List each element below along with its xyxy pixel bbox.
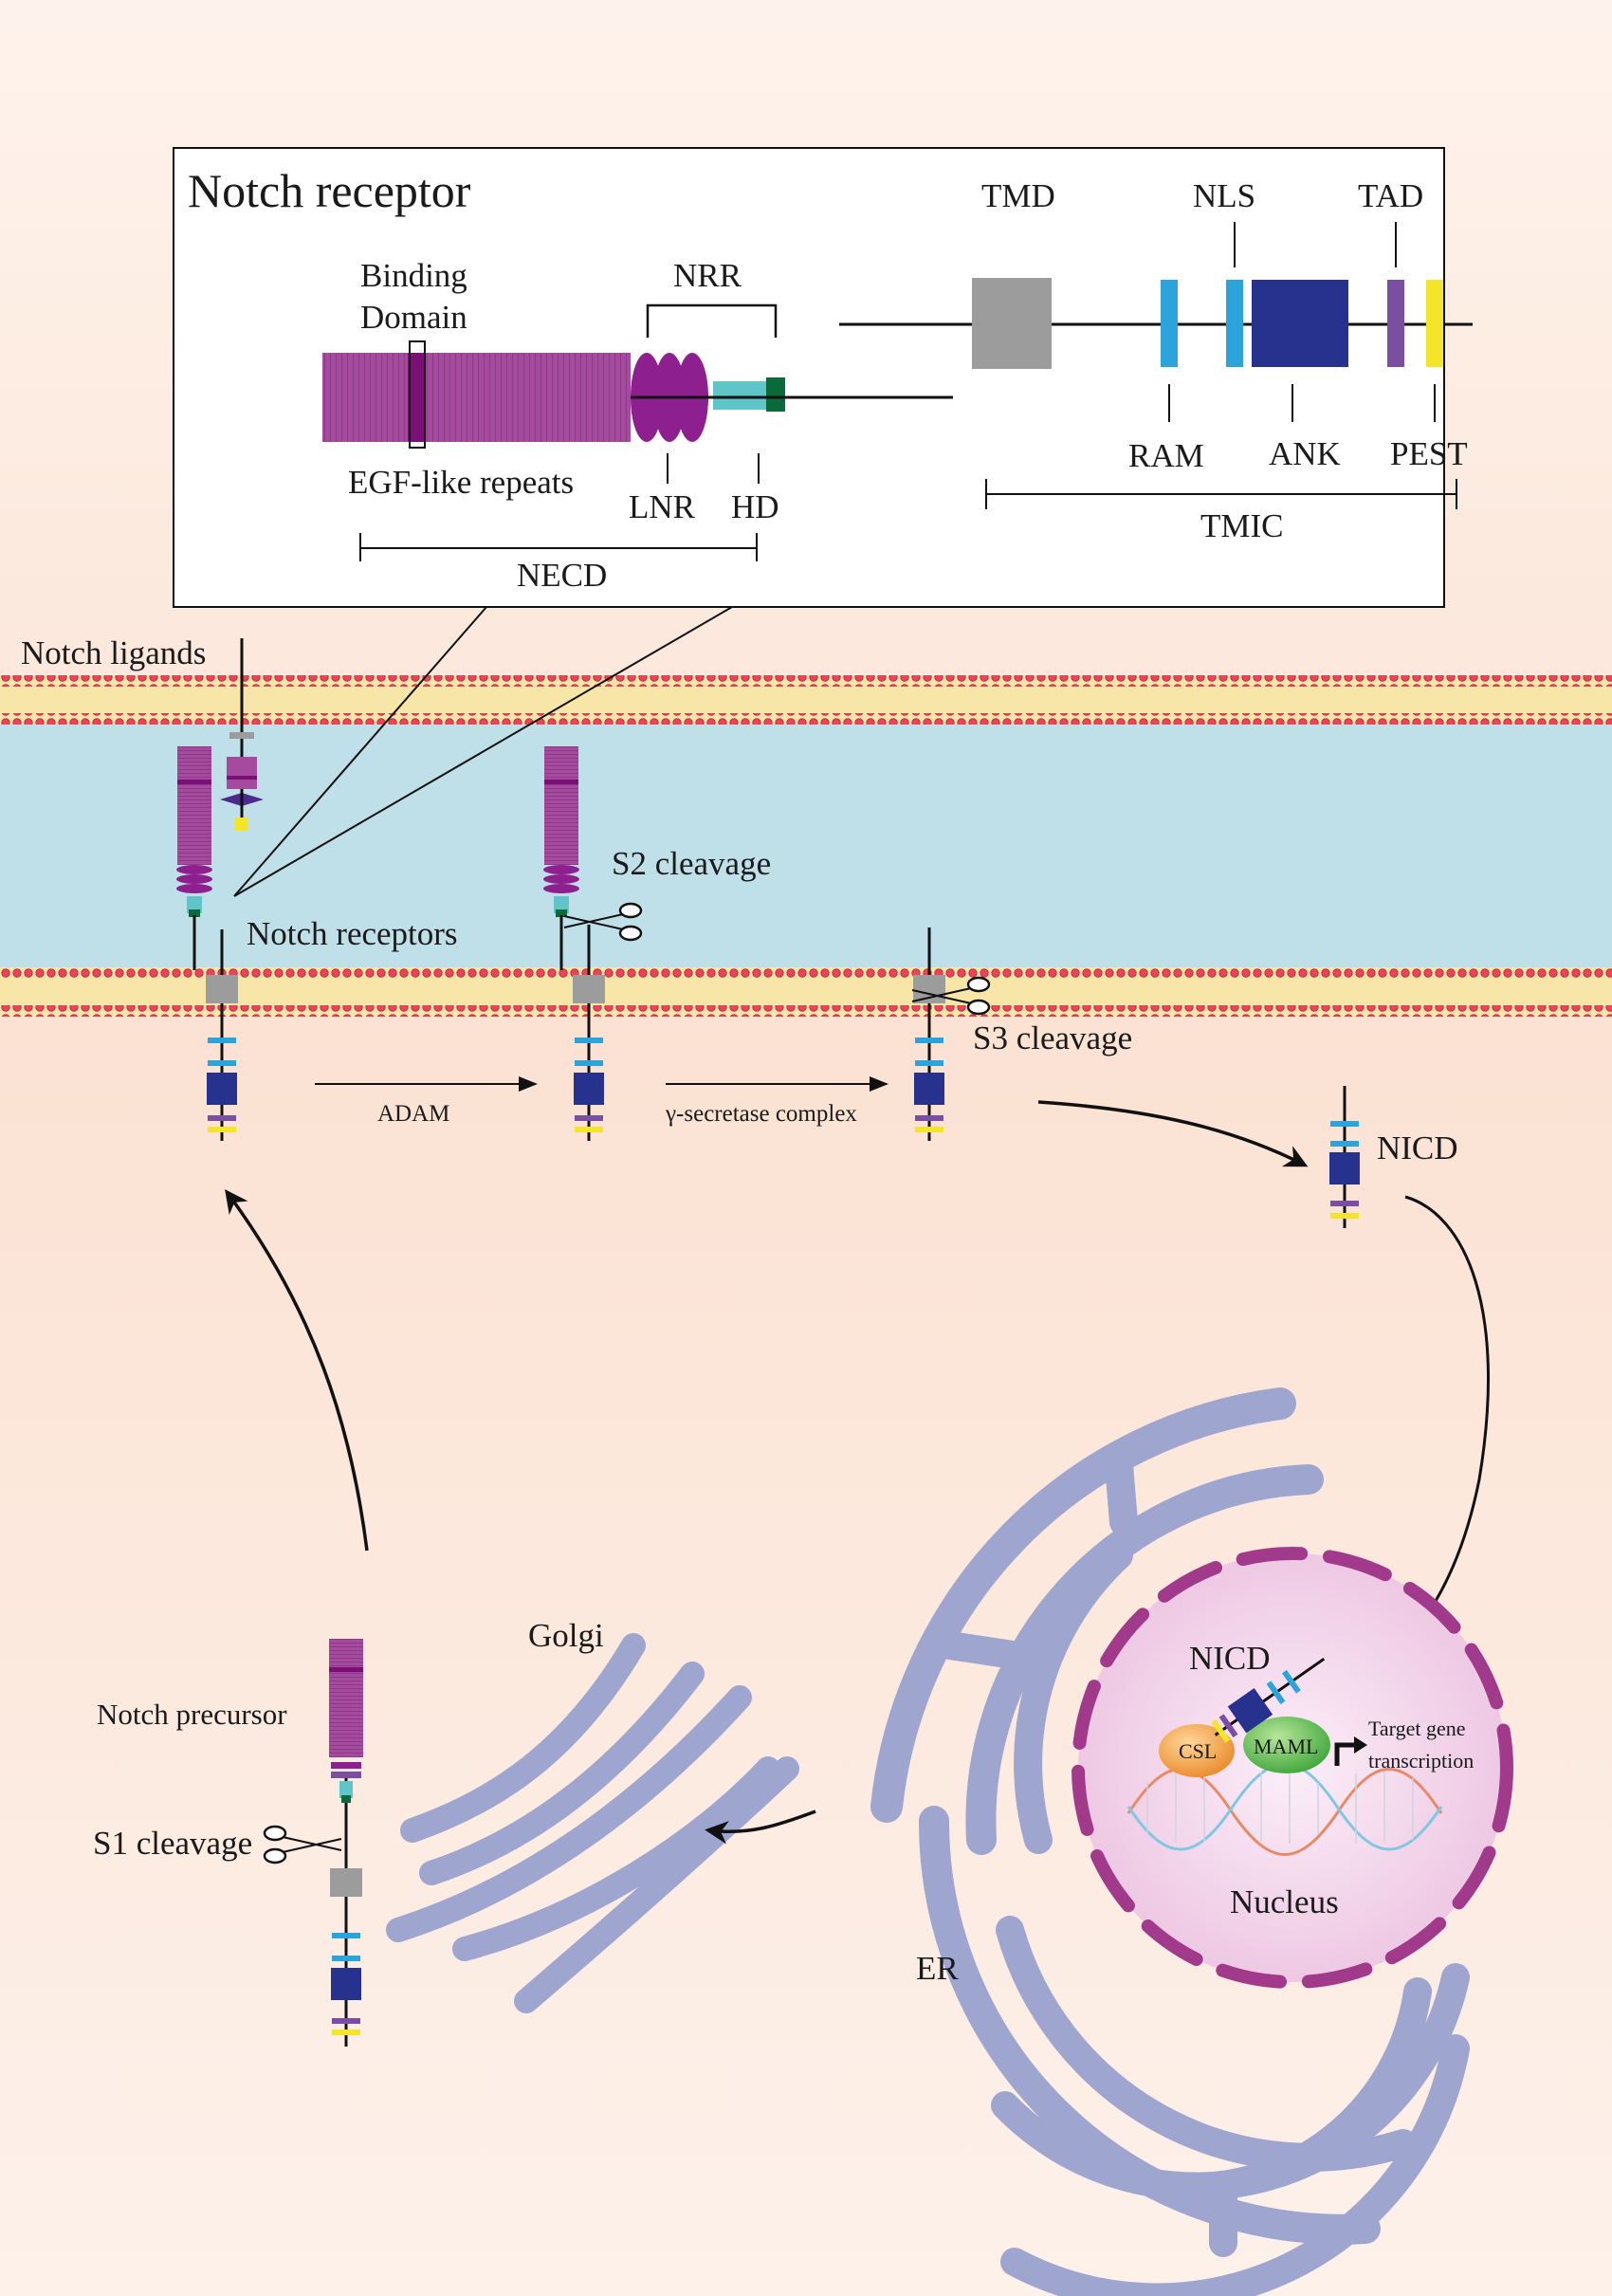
notch-receptor-inset: Notch receptor Binding Domain NRR EGF-li… xyxy=(173,147,1473,608)
nicd-nucleus-label: NICD xyxy=(1189,1640,1271,1677)
notch-receptor-1 xyxy=(174,744,240,1143)
release-arrow xyxy=(1037,1100,1309,1167)
er-label: ER xyxy=(916,1950,959,1987)
maml-label: MAML xyxy=(1254,1735,1318,1758)
tmic-label: TMIC xyxy=(1200,507,1284,544)
csl-label: CSL xyxy=(1179,1739,1217,1763)
notch-precursor xyxy=(263,1639,363,2047)
tmic-bracket xyxy=(985,479,1457,509)
binding-domain xyxy=(408,353,425,442)
binding-label-1: Binding xyxy=(360,257,467,294)
transcription-arrow-icon xyxy=(1334,1742,1358,1766)
endoplasmic-reticulum xyxy=(870,1387,1470,2296)
golgi-apparatus xyxy=(386,1633,799,2013)
nrr-bracket xyxy=(646,303,778,338)
tad-label: TAD xyxy=(1358,177,1423,214)
nucleus-label: Nucleus xyxy=(1230,1883,1339,1920)
zoom-line-left xyxy=(233,606,487,897)
er-to-golgi-arrow xyxy=(705,1809,816,1845)
egf-like-repeats xyxy=(322,353,631,442)
trafficking-arrow xyxy=(225,1189,369,1552)
target-gene-label-1: Target gene xyxy=(1368,1717,1466,1740)
adam-label: ADAM xyxy=(377,1101,449,1127)
hd-domain-n xyxy=(713,381,768,410)
target-gene-label-2: transcription xyxy=(1368,1749,1474,1773)
s1-cleavage-label: S1 cleavage xyxy=(93,1825,252,1862)
pest-domain xyxy=(1426,280,1443,367)
necd-bracket xyxy=(359,533,758,561)
notch-receptors-label: Notch receptors xyxy=(247,915,458,952)
nuclear-nicd xyxy=(1211,1657,1326,1743)
nls-domain xyxy=(1226,280,1243,367)
ram-label: RAM xyxy=(1128,437,1204,474)
hd-domain-c xyxy=(766,377,785,412)
maml-protein xyxy=(1243,1717,1330,1773)
notch-precursor-label: Notch precursor xyxy=(97,1698,287,1731)
nrr-label: NRR xyxy=(673,257,742,294)
hd-label: HD xyxy=(731,488,779,525)
egf-label: EGF-like repeats xyxy=(348,464,574,501)
notch-receptor-2 xyxy=(541,744,643,1143)
ram-domain xyxy=(1161,280,1178,367)
binding-label-2: Domain xyxy=(360,299,467,336)
lnr-label: LNR xyxy=(629,488,696,525)
tad-domain xyxy=(1387,280,1404,367)
necd-label: NECD xyxy=(517,557,607,594)
extracellular-space xyxy=(0,719,1612,967)
csl-protein xyxy=(1159,1724,1235,1777)
golgi-label: Golgi xyxy=(528,1617,604,1654)
gamma-secretase-label: γ-secretase complex xyxy=(665,1101,857,1127)
notch-receptor-3 xyxy=(910,928,991,1143)
notch-ligand xyxy=(220,638,264,831)
ank-domain xyxy=(1252,280,1348,367)
s3-cleavage-label: S3 cleavage xyxy=(973,1019,1132,1056)
s2-cleavage-label: S2 cleavage xyxy=(612,845,771,882)
plasma-membrane-region xyxy=(0,675,1612,1017)
notch-ligands-label: Notch ligands xyxy=(21,634,206,671)
nicd-label: NICD xyxy=(1377,1130,1458,1166)
inset-title: Notch receptor xyxy=(188,164,471,217)
zoom-line-right xyxy=(233,606,733,897)
nls-label: NLS xyxy=(1193,177,1255,214)
pest-label: PEST xyxy=(1390,435,1468,472)
tmd-label: TMD xyxy=(981,177,1055,214)
free-nicd xyxy=(1329,1086,1360,1228)
ank-label: ANK xyxy=(1269,435,1341,472)
tmd-domain xyxy=(972,278,1052,369)
